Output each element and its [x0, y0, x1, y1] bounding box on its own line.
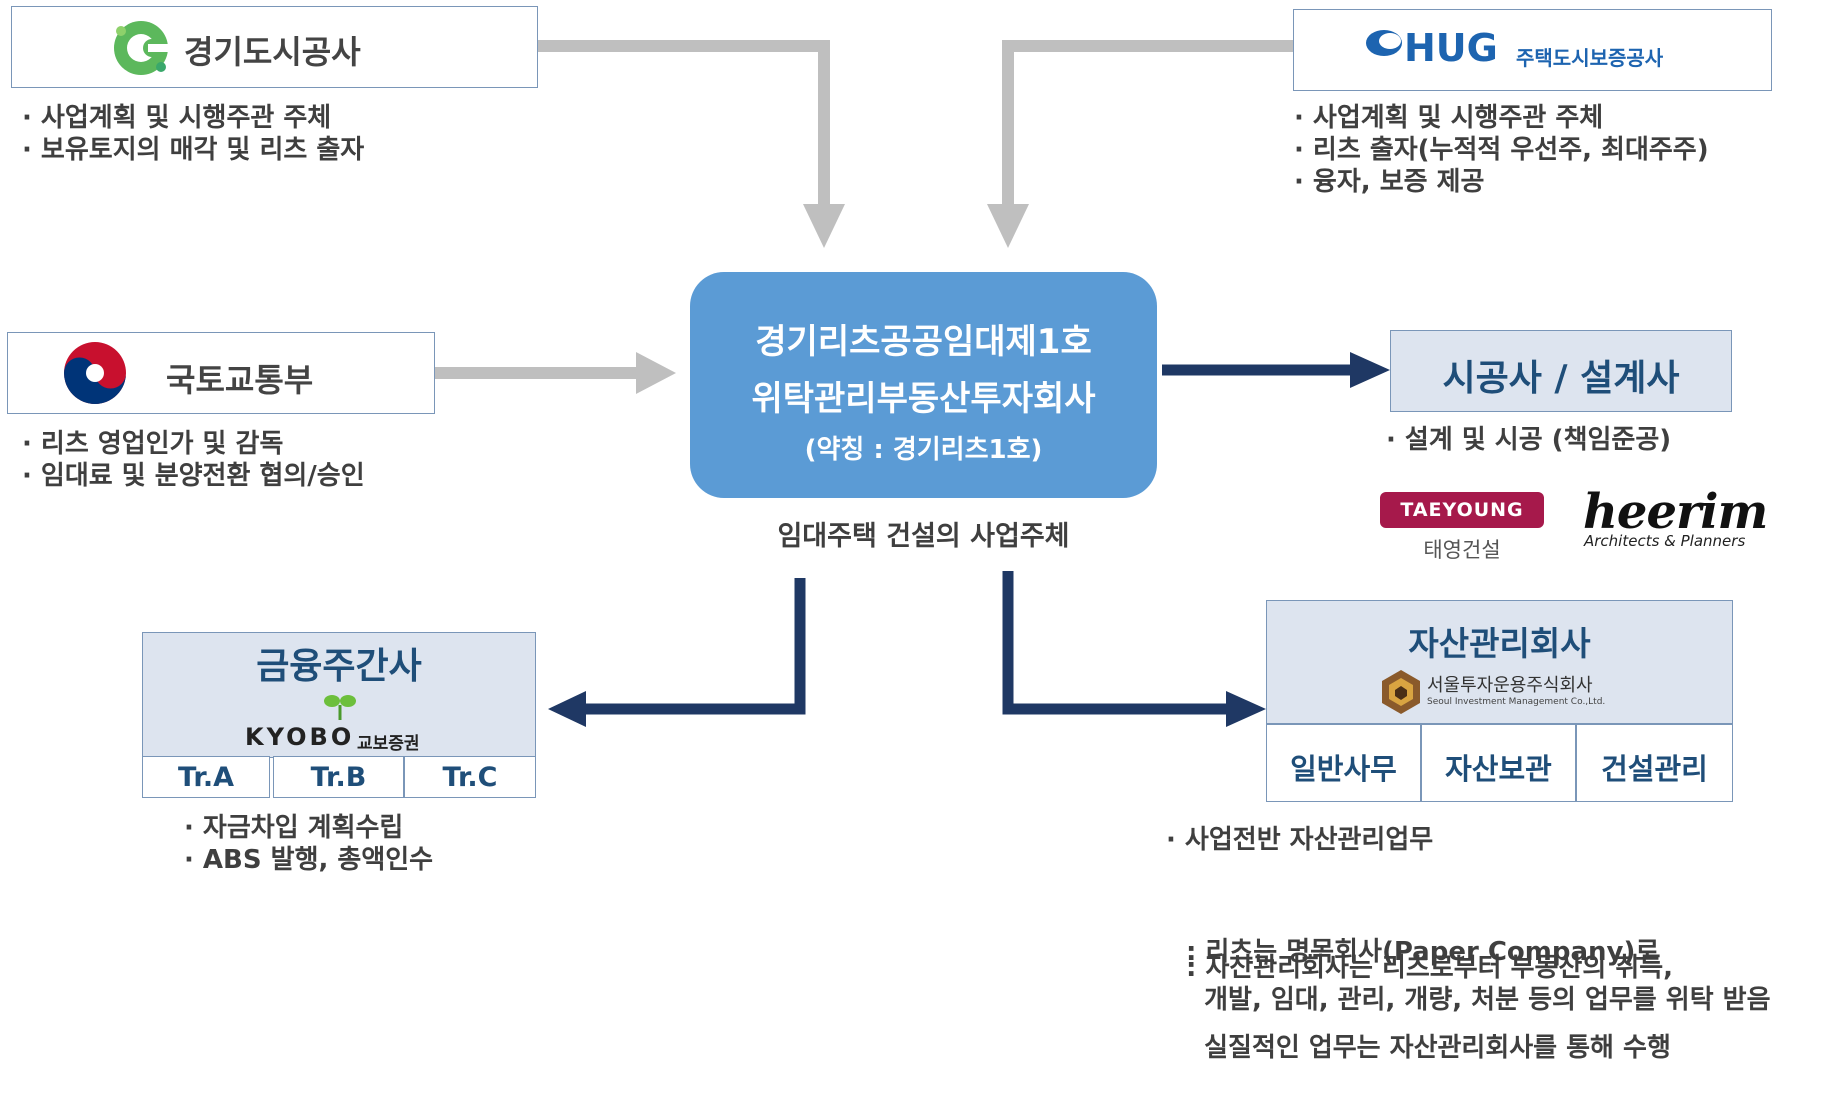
- taeyoung-logo: TAEYOUNG: [1380, 492, 1544, 528]
- tranche-c: Tr.C: [404, 756, 536, 798]
- reit-name-line1: 경기리츠공공임대제1호: [755, 322, 1092, 362]
- gyeonggi-name: 경기도시공사: [184, 33, 361, 71]
- finance-bullet-1: · 자금차입 계획수립: [184, 813, 404, 843]
- amc-company-kr: 서울투자운용주식회사: [1427, 675, 1593, 696]
- finance-bullet-2: · ABS 발행, 총액인수: [184, 845, 434, 875]
- hug-name: 주택도시보증공사: [1516, 46, 1664, 70]
- arrow-gyeonggi-to-center: [538, 40, 830, 220]
- hug-bullet-2: · 리츠 출자(누적적 우선주, 최대주주): [1294, 135, 1709, 165]
- amc-note-2: : 자산관리회사는 리츠로부터 부동산의 취득, 개발, 임대, 관리, 개량,…: [1186, 952, 1771, 1016]
- finance-title: 금융주간사: [256, 646, 422, 687]
- reit-center-box: 경기리츠공공임대제1호 위탁관리부동산투자회사 (약칭 : 경기리츠1호): [690, 272, 1157, 498]
- molit-box: 국토교통부: [7, 332, 435, 414]
- gyeonggi-bullet-2: · 보유토지의 매각 및 리츠 출자: [22, 135, 365, 165]
- hug-bullet-1: · 사업계획 및 시행주관 주체: [1294, 103, 1604, 133]
- finance-bullets: · 자금차입 계획수립 · ABS 발행, 총액인수: [184, 812, 433, 876]
- amc-task-custody: 자산보관: [1421, 724, 1576, 802]
- amc-note-2-line-1: : 자산관리회사는 리츠로부터 부동산의 취득,: [1186, 953, 1674, 983]
- hug-abbr: HUG: [1404, 26, 1498, 70]
- gyeonggi-logo-icon: [114, 21, 170, 75]
- tranche-a-label: Tr.A: [177, 762, 235, 793]
- reit-short-name: (약칭 : 경기리츠1호): [804, 435, 1043, 465]
- heerim-logo: heerim: [1583, 484, 1768, 540]
- molit-bullet-2: · 임대료 및 분양전환 협의/승인: [22, 461, 365, 491]
- reit-name-line2: 위탁관리부동산투자회사: [751, 379, 1096, 419]
- hug-logo-icon: [1366, 30, 1402, 56]
- arrow-head-hug: [987, 204, 1029, 248]
- amc-company-en: Seoul Investment Management Co.,Ltd.: [1427, 697, 1606, 707]
- amc-note-1-line-1: : 리츠는 명목회사(Paper Company)로: [1186, 937, 1660, 967]
- contractor-bullets: · 설계 및 시공 (책임준공): [1386, 424, 1671, 456]
- kyobo-logo: KYOBO: [245, 723, 355, 751]
- korea-government-emblem-icon: [64, 342, 126, 404]
- hug-box: HUG 주택도시보증공사: [1293, 9, 1772, 91]
- hug-bullets: · 사업계획 및 시행주관 주체 · 리츠 출자(누적적 우선주, 최대주주) …: [1294, 102, 1709, 198]
- seoul-investment-logo-icon: [1382, 670, 1420, 714]
- taeyoung-logo-text: TAEYOUNG: [1400, 499, 1524, 521]
- amc-note-1-line-2: 실질적인 업무는 자산관리회사를 통해 수행: [1186, 1033, 1671, 1063]
- reit-caption: 임대주택 건설의 사업주체: [777, 521, 1070, 552]
- arrow-hug-to-center: [1002, 40, 1293, 220]
- contractor-title: 시공사 / 설계사: [1442, 358, 1680, 399]
- taeyoung-name: 태영건설: [1423, 538, 1501, 562]
- flow-arrows: [435, 40, 1390, 727]
- arrow-head-gyeonggi: [803, 204, 845, 248]
- molit-bullet-1: · 리츠 영업인가 및 감독: [22, 429, 284, 459]
- gyeonggi-box: 경기도시공사: [11, 6, 538, 88]
- contractor-bullet-1: · 설계 및 시공 (책임준공): [1386, 425, 1672, 455]
- arrow-head-molit: [636, 352, 676, 394]
- tranche-c-label: Tr.C: [442, 762, 498, 793]
- amc-task-construction-label: 건설관리: [1601, 752, 1708, 786]
- molit-name: 국토교통부: [166, 361, 314, 399]
- tranche-b: Tr.B: [273, 756, 404, 798]
- gyeonggi-bullets: · 사업계획 및 시행주관 주체 · 보유토지의 매각 및 리츠 출자: [22, 102, 364, 166]
- amc-task-custody-label: 자산보관: [1445, 752, 1552, 786]
- kyobo-name: 교보증권: [357, 734, 420, 754]
- tranche-b-label: Tr.B: [310, 762, 367, 793]
- amc-task-construction: 건설관리: [1576, 724, 1733, 802]
- finance-box: 금융주간사 KYOBO 교보증권: [142, 632, 536, 758]
- amc-bullet-main: · 사업전반 자산관리업무: [1166, 825, 1434, 855]
- heerim-subtitle: Architects & Planners: [1584, 532, 1746, 550]
- molit-bullets: · 리츠 영업인가 및 감독 · 임대료 및 분양전환 협의/승인: [22, 428, 365, 492]
- arrow-center-to-finance: [580, 578, 806, 715]
- amc-title: 자산관리회사: [1408, 624, 1591, 663]
- arrow-head-contractor: [1350, 352, 1390, 388]
- amc-bullets: · 사업전반 자산관리업무: [1166, 824, 1433, 856]
- tranche-a: Tr.A: [142, 756, 270, 798]
- kyobo-sprout-icon: [324, 695, 356, 720]
- arrow-head-finance: [548, 691, 586, 727]
- gyeonggi-bullet-1: · 사업계획 및 시행주관 주체: [22, 103, 332, 133]
- amc-task-general-label: 일반사무: [1290, 752, 1397, 786]
- arrow-center-to-amc: [1002, 571, 1230, 715]
- amc-task-general: 일반사무: [1266, 724, 1421, 802]
- hug-bullet-3: · 융자, 보증 제공: [1294, 167, 1485, 197]
- arrow-head-amc: [1226, 691, 1266, 727]
- amc-note-2-line-2: 개발, 임대, 관리, 개량, 처분 등의 업무를 위탁 받음: [1186, 985, 1771, 1015]
- contractor-box: 시공사 / 설계사: [1390, 330, 1732, 412]
- amc-box: 자산관리회사 서울투자운용주식회사 Seoul Investment Manag…: [1266, 600, 1733, 724]
